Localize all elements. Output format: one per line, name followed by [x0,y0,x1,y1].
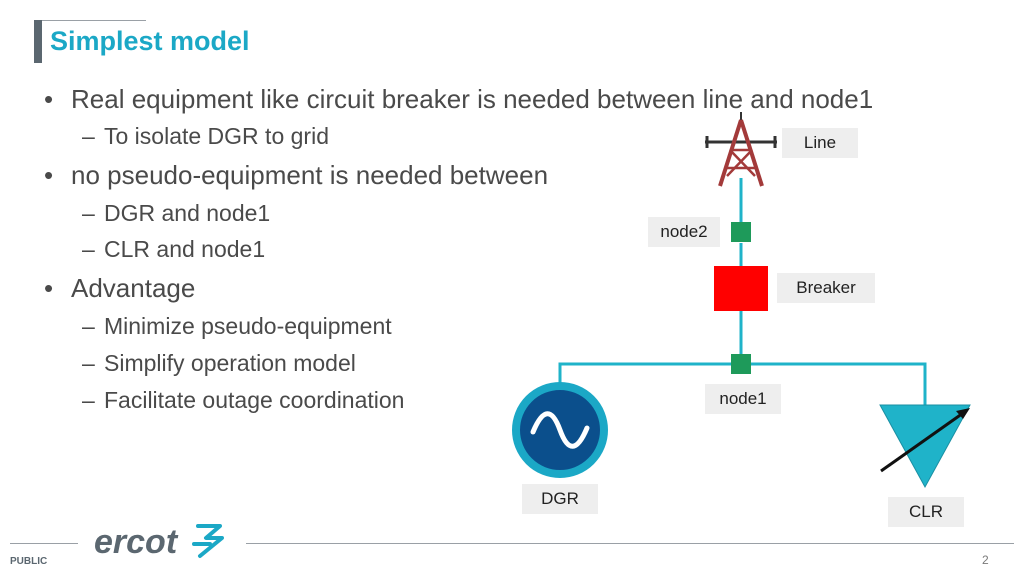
sub-bullet-item: –Simplify operation model [82,350,356,377]
ercot-logo-bolt-icon [192,524,224,558]
transmission-tower-icon [705,112,777,187]
title-rule [42,20,146,21]
page-number: 2 [982,553,989,567]
title-accent-bar [34,20,42,63]
sub-bullet-item: –CLR and node1 [82,236,265,263]
sub-bullet-text: DGR and node1 [104,200,271,226]
slide-title: Simplest model [50,26,250,56]
sub-bullet-marker: – [82,123,95,149]
breaker-label: Breaker [777,273,875,303]
bullet-item: • Real equipment like circuit breaker is … [44,84,873,115]
bullet-item: • Advantage [44,273,195,304]
bullet-marker: • [44,84,54,114]
ercot-logo-mark: ercot [94,523,224,561]
footer-rule-right [246,543,1014,544]
sub-bullet-item: –DGR and node1 [82,200,270,227]
sub-bullet-marker: – [82,350,95,376]
bullet-text: no pseudo-equipment is needed between [71,160,549,190]
node1-label: node1 [705,384,781,414]
dgr-generator-icon [512,382,608,478]
sub-bullet-text: Facilitate outage coordination [104,387,405,413]
sub-bullet-marker: – [82,313,95,339]
footer-rule-left [10,543,78,544]
sub-bullet-text: Simplify operation model [104,350,356,376]
ercot-logo: ercot [94,520,228,567]
clr-label: CLR [888,497,964,527]
node1-marker [731,354,751,374]
bullet-text: Advantage [71,273,196,303]
ercot-logo-text: ercot [94,523,179,561]
bullet-marker: • [44,160,54,190]
public-label: PUBLIC [10,556,48,567]
sub-bullet-text: Minimize pseudo-equipment [104,313,392,339]
sub-bullet-item: –To isolate DGR to grid [82,123,329,150]
sub-bullet-marker: – [82,200,95,226]
sub-bullet-text: To isolate DGR to grid [104,123,329,149]
node2-label: node2 [648,217,720,247]
sub-bullet-text: CLR and node1 [104,236,266,262]
breaker-symbol [714,266,768,311]
node2-marker [731,222,751,242]
bullet-item: • no pseudo-equipment is needed between [44,160,548,191]
sub-bullet-marker: – [82,236,95,262]
sub-bullet-marker: – [82,387,95,413]
sub-bullet-item: –Facilitate outage coordination [82,387,404,414]
dgr-label: DGR [522,484,598,514]
sub-bullet-item: –Minimize pseudo-equipment [82,313,392,340]
bullet-marker: • [44,273,54,303]
bullet-text: Real equipment like circuit breaker is n… [71,84,874,114]
line-label: Line [782,128,858,158]
clr-reactor-icon [879,404,971,489]
